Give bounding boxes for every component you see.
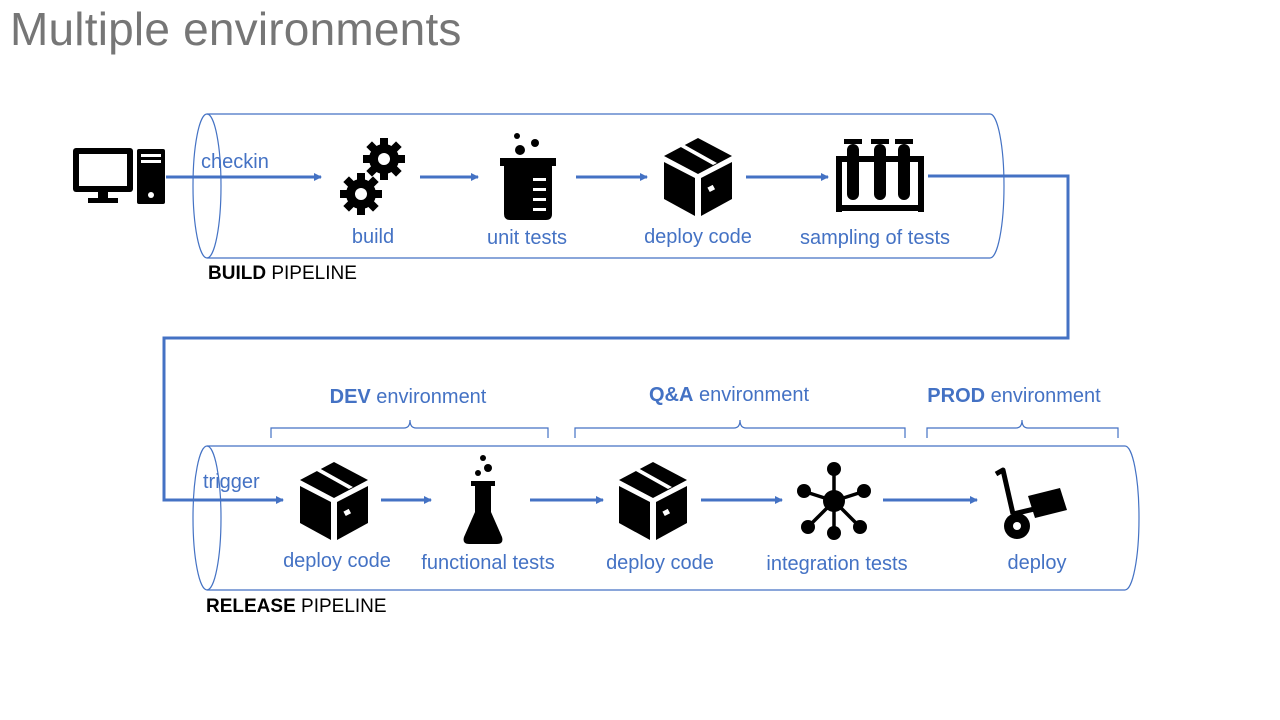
beaker-icon [500,133,556,220]
release-pipeline-label: RELEASE PIPELINE [206,596,387,617]
deploy-code-step-label: deploy code [644,226,752,248]
integration-tests-step-label: integration tests [766,553,907,575]
dev-brace [270,419,549,438]
package-icon [300,462,368,540]
deploy-step-label: deploy [1008,552,1067,574]
qa-environment-label: Q&A environment [649,384,810,406]
flask-icon [463,455,503,544]
prod-brace [926,419,1119,438]
functional-tests-step-label: functional tests [421,552,554,574]
page-title: Multiple environments [10,3,462,55]
package-icon [664,138,732,216]
test-tubes-icon [836,139,924,212]
desktop-computer-icon [73,148,165,204]
release-pipeline-cylinder [192,445,1140,591]
trigger-label: trigger [203,471,260,493]
pipeline-connector [162,174,1070,504]
network-hub-icon [797,462,871,540]
build-pipeline-cylinder [192,113,1005,259]
dev-deploy-code-step-label: deploy code [283,550,391,572]
qa-deploy-code-step-label: deploy code [606,552,714,574]
gears-icon [340,138,405,215]
dev-environment-label: DEV environment [330,386,487,408]
environment-braces [270,419,1119,438]
unit-tests-step-label: unit tests [487,227,567,249]
checkin-label: checkin [201,151,269,173]
build-pipeline-label: BUILD PIPELINE [208,263,357,284]
hand-truck-icon [994,467,1067,539]
qa-brace [574,419,906,438]
prod-environment-label: PROD environment [927,385,1101,407]
sampling-of-tests-step-label: sampling of tests [800,227,950,249]
package-icon [619,462,687,540]
build-step-label: build [352,226,394,248]
